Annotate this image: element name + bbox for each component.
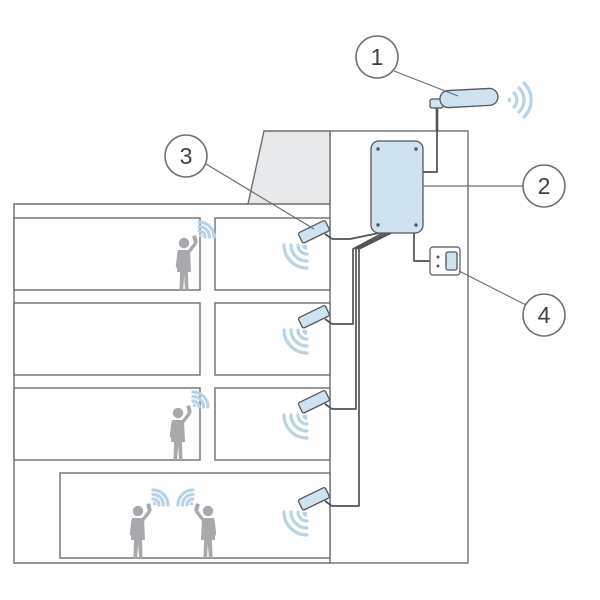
booster-screw	[376, 147, 380, 151]
outdoor-signal-waves	[505, 81, 533, 119]
callout-3-label: 3	[180, 143, 193, 169]
callout-4-label: 4	[538, 302, 551, 328]
booster-body	[370, 140, 424, 234]
indoor-cable-4	[332, 232, 392, 507]
rooms	[13, 217, 331, 559]
antenna-feed-cable	[423, 131, 438, 173]
room-2-left	[13, 302, 201, 376]
booster-screw	[376, 223, 380, 227]
signal-booster	[370, 140, 424, 234]
callout-4: 4	[458, 270, 566, 337]
outlet-pin	[436, 264, 440, 268]
callout-3: 3	[164, 134, 315, 230]
room-4	[59, 472, 331, 559]
room-3-left	[13, 387, 201, 461]
indoor-cable-3	[332, 232, 388, 410]
phone-waves-floor-1	[197, 220, 216, 239]
callouts: 1 2 3 4	[164, 35, 566, 337]
room-3-right	[214, 387, 331, 461]
callout-1-circle	[355, 35, 399, 79]
building-outline	[13, 203, 330, 564]
callout-4-circle	[522, 293, 566, 337]
outdoor-antenna	[429, 81, 533, 131]
callout-3-circle	[164, 134, 208, 178]
room-1-left	[13, 217, 201, 291]
callout-1-label: 1	[371, 44, 384, 70]
power-cable	[413, 233, 430, 262]
callout-2: 2	[423, 164, 566, 208]
cables	[332, 131, 438, 507]
booster-screw	[414, 223, 418, 227]
indoor-cable-2	[332, 232, 384, 325]
booster-screw	[414, 147, 418, 151]
roof-bulkhead	[247, 130, 331, 205]
outlet-pin	[436, 255, 440, 259]
callout-3-leader	[205, 163, 315, 230]
power-outlet	[429, 246, 461, 276]
indoor-cable-1	[332, 232, 380, 240]
callout-2-label: 2	[538, 173, 551, 199]
callout-4-leader	[458, 270, 527, 306]
callout-1: 1	[355, 35, 459, 97]
callout-2-circle	[522, 164, 566, 208]
outdoor-antenna-icon	[439, 87, 499, 109]
outlet-plug-icon	[445, 251, 458, 271]
callout-1-leader	[393, 70, 459, 97]
